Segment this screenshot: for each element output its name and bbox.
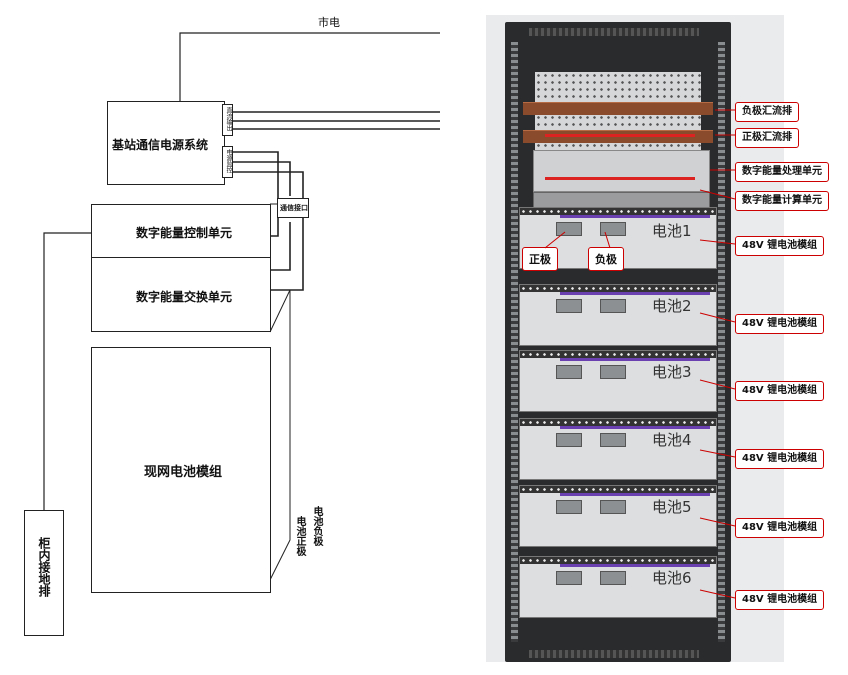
drawer-cable — [560, 292, 710, 295]
battery-drawer: 电池6 — [519, 556, 717, 618]
drawer-top-strip — [520, 285, 716, 292]
battery-drawer: 电池3 — [519, 350, 717, 412]
battery-label: 电池1 — [652, 222, 692, 240]
processing-unit-panel — [533, 150, 710, 192]
neg-busbar — [523, 102, 713, 115]
callout-pos-bus: 正极汇流排 — [735, 128, 799, 148]
terminal-block — [556, 222, 582, 236]
battery-label: 电池6 — [652, 569, 692, 587]
terminal-block — [600, 500, 626, 514]
battery-label: 电池2 — [652, 297, 692, 315]
terminal-block — [556, 500, 582, 514]
drawer-cable — [560, 358, 710, 361]
drawer-cable — [560, 215, 710, 218]
terminal-block — [600, 222, 626, 236]
red-cable-bundle — [545, 134, 695, 180]
callout-module: 48V 锂电池模组 — [735, 381, 825, 401]
battery-label: 电池3 — [652, 363, 692, 381]
ground-bar-box: 柜内接地排 — [24, 510, 64, 636]
callout-module: 48V 锂电池模组 — [735, 449, 825, 469]
ps-port-top-label: 直流输出 — [225, 107, 232, 131]
control-unit-label: 数字能量控制单元 — [136, 226, 233, 240]
drawer-cable — [560, 493, 710, 496]
battery-label: 电池5 — [652, 498, 692, 516]
terminal-block — [600, 433, 626, 447]
ps-port-top: 直流输出 — [222, 104, 233, 136]
ps-port-bottom: 电源监控 — [222, 146, 233, 178]
cabinet-top-vent — [529, 28, 699, 36]
callout-processing: 数字能量处理单元 — [735, 162, 829, 182]
right-rail — [718, 42, 725, 642]
battery-pos-label: 电池正极 — [294, 516, 305, 556]
switch-unit-box: 数字能量交换单元 — [91, 257, 271, 332]
terminal-block — [556, 365, 582, 379]
terminal-block — [556, 571, 582, 585]
callout-module: 48V 锂电池模组 — [735, 590, 825, 610]
comm-port-label: 通信接口 — [280, 204, 308, 212]
power-system-label: 基站通信电源系统 — [112, 138, 209, 152]
mains-label: 市电 — [318, 16, 340, 29]
battery-drawer: 电池2 — [519, 284, 717, 346]
battery-label: 电池4 — [652, 431, 692, 449]
control-unit-box: 数字能量控制单元 — [91, 204, 271, 258]
callout-module: 48V 锂电池模组 — [735, 518, 825, 538]
terminal-block — [556, 299, 582, 313]
callout-neg-bus: 负极汇流排 — [735, 102, 799, 122]
drawer-top-strip — [520, 419, 716, 426]
callout-module: 48V 锂电池模组 — [735, 314, 825, 334]
drawer-top-strip — [520, 557, 716, 564]
terminal-block — [600, 299, 626, 313]
battery-module-box: 现网电池模组 — [91, 347, 271, 593]
terminal-block — [556, 433, 582, 447]
drawer-top-strip — [520, 486, 716, 493]
pos-terminal-label: 正极 — [522, 247, 558, 271]
ground-bar-label: 柜内接地排 — [37, 537, 51, 597]
neg-terminal-label: 负极 — [588, 247, 624, 271]
battery-drawer: 电池5 — [519, 485, 717, 547]
drawer-top-strip — [520, 208, 716, 215]
drawer-top-strip — [520, 351, 716, 358]
drawer-cable — [560, 564, 710, 567]
power-system-box: 基站通信电源系统 — [107, 101, 225, 185]
comm-port-box: 通信接口 — [277, 198, 309, 218]
battery-module-label: 现网电池模组 — [144, 465, 223, 480]
terminal-block — [600, 365, 626, 379]
callout-module: 48V 锂电池模组 — [735, 236, 825, 256]
cabinet-bottom-vent — [529, 650, 699, 658]
battery-neg-label: 电池负极 — [311, 506, 322, 546]
left-rail — [511, 42, 518, 642]
ps-port-bottom-label: 电源监控 — [225, 149, 232, 173]
battery-drawer: 电池4 — [519, 418, 717, 480]
switch-unit-label: 数字能量交换单元 — [136, 290, 233, 304]
callout-computing: 数字能量计算单元 — [735, 191, 829, 211]
drawer-cable — [560, 426, 710, 429]
terminal-block — [600, 571, 626, 585]
